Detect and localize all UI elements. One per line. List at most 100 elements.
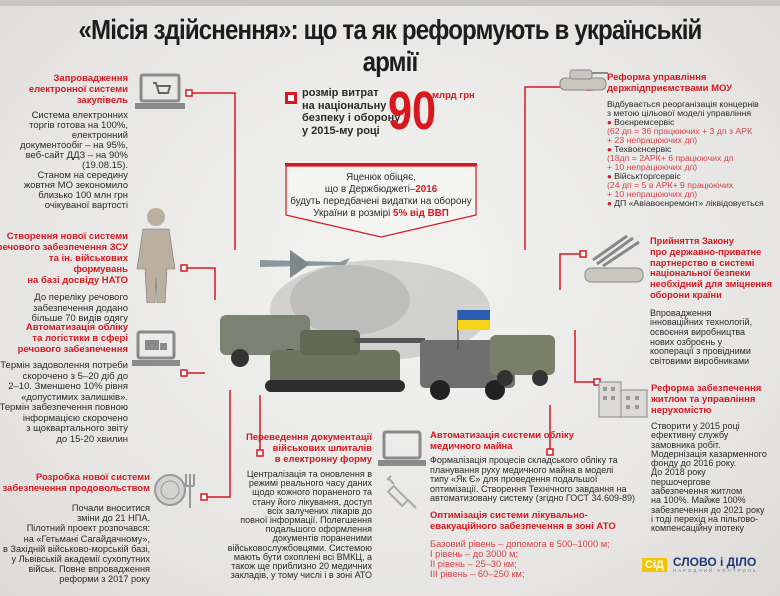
laptop-truck-icon [132,330,180,366]
logo-text: СЛОВО і ДІЛО НАРОДНИЙ КОНТРОЛЬ [673,556,758,573]
title-line: та логістики в сфері [32,333,128,344]
stat-label-line: розмір витрат [302,87,379,99]
body-line: планування руху медичного майна в моделі [430,464,614,475]
body-line: забезпечення житлом [651,486,743,497]
title-line: військових шпиталів [272,443,372,454]
title-line: та ін. військових формувань [48,253,128,275]
title-line: забезпечення продовольством [2,483,150,494]
body-line: торгів готова на 100%, [29,120,128,131]
body-line: Створити у 2015 році [651,421,740,431]
title-line: евакуаційного забезпечення в зоні АТО [430,521,616,532]
body-line: (19.08.15). [82,160,128,171]
banner-year: 2016 [415,184,438,195]
body-line: освоєння виробництва [650,326,746,337]
body-line: з метою цільової моделі управління [607,108,752,118]
title-line: національної безпеки [650,268,751,279]
body-line: Базовий рівень – допомога в 500–1000 м; [430,539,610,549]
banner-text-part: що в Держбюджеті– [324,184,416,195]
body-line: подальшого оформлення [265,524,372,535]
banner-line: України в розмірі 5% від ВВП [285,208,477,220]
body-line: Формалізація процесів складського обліку… [430,455,618,465]
body-line: автоматизовану систему (згідно ГОСТ 34.6… [430,493,636,503]
enterprise-detail: (18дп = 2АРК+ 6 працюючих дп [607,153,734,163]
body-line: до 15-20 хвилин [56,433,128,445]
page-title: «Місія здійснення»: що та як реформують … [78,14,703,77]
title-line: речового забезпечення [17,344,128,355]
body-line: нових озброєнь у [650,336,723,347]
body-line: реформи з 2017 року [59,574,150,585]
title-line: Розробка нової системи [35,472,150,483]
enterprise-item: Техвоєнсервіс [607,145,779,154]
body-line: веб-сайт ДДЗ – на 90% [25,150,128,161]
enterprise-item: ДП «Авіавоєнремонт» ліквідовується [607,199,779,208]
title-line: Створення нової системи [6,231,128,242]
title-line: медичного майна [430,441,513,452]
body-line: скорочено з 5–20 діб до [22,370,128,382]
body-line: і тоді перехід на пільгово- [651,513,759,524]
body-line: жовтня МО зекономило [23,180,128,191]
soldier-icon [136,208,176,303]
body-line: Централізація та оновлення в [246,469,372,479]
enterprise-item: Воєнремсервіс [607,118,779,127]
laptop-cart-icon [135,73,185,109]
title-line: Автоматизація обліку [25,322,128,333]
enterprise-detail: + 10 непрацюючих дп) [607,189,698,199]
body-line: забезпечення додано [33,302,128,314]
block-body: Формалізація процесів складського обліку… [430,455,640,504]
body-line: Станом на середину [37,170,129,181]
body-line: всіх залучених лікарів до [267,505,372,516]
stat-label: розмір витрат на національну безпеку і о… [302,87,400,137]
title-line: закупівель [76,95,128,106]
body-line: документів пораненими [272,533,372,544]
body-line: на «Гетьмані Сагайдачному», [23,533,150,544]
stat-label-line: безпеку і оборону [302,112,401,124]
banner-shape [285,163,477,238]
title-line: нерухомістю [651,405,712,416]
enterprise-detail: + 10 непрацюючих дп) [607,162,698,172]
enterprise-detail: (24 дп = 5 в АРК+ 9 працюючих [607,180,734,190]
body-line: замовника робіт. [651,439,721,450]
block-ato-evacuation: Оптимізація системи лікувально-евакуацій… [430,510,630,579]
body-line: близько 100 млн грн [38,190,128,201]
body-line: електронний [71,130,128,141]
laptop-icon [378,430,426,466]
body-line: з щоквартального звіту [26,423,128,434]
body-line: військ. Повне впровадження [28,564,150,575]
enterprise-detail: (62 дп = 36 працюючих + 3 дп з АРК [607,126,753,136]
title-line: Прийняття Закону [650,236,734,246]
body-line: До 2018 року [651,467,706,478]
body-line: повної інформації. Полегшення [240,515,372,526]
title-line: Реформа управління [607,72,707,83]
title-line: оборони країни [650,289,722,300]
block-title: Оптимізація системи лікувально-евакуацій… [430,510,630,532]
banner-text-part: України в розмірі [313,208,393,219]
enterprise-item: Військторгсервіс [607,172,779,181]
body-line: I рівень – до 3000 м; [430,549,519,559]
syringe-icon [386,475,417,509]
body-line: Модернізація казарменного [651,448,767,459]
btr-icon [490,335,555,386]
stat-label-line: у 2015-му році [302,124,380,137]
missile-launcher-icon [584,234,644,283]
body-line: Пілотний проект розпочався: [26,523,150,534]
body-line: більше 70 видів одягу [31,313,128,324]
stat-value: 90 [388,81,437,141]
title-line: Переведення документації [245,432,372,443]
stat-unit: млрд грн [432,90,475,101]
logo-tagline: НАРОДНИЙ КОНТРОЛЬ [672,568,758,573]
buildings-icon [598,381,648,418]
block-body: Базовий рівень – допомога в 500–1000 м;I… [430,539,630,579]
body-line: Система електронних [31,110,128,121]
